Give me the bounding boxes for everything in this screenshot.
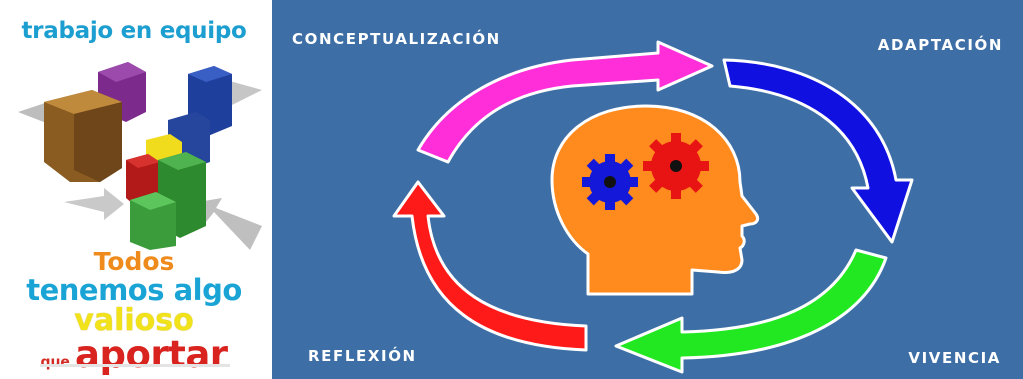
conceptualizacion-arrow <box>416 40 714 164</box>
reflexion-arrow <box>392 180 588 352</box>
learning-cycle-diagram: CONCEPTUALIZACIÓN ADAPTACIÓN REFLEXIÓN V… <box>272 0 1023 379</box>
teamwork-poster: trabajo en equipo Todos tenemos algo val… <box>0 0 268 379</box>
poster-slogan: Todos tenemos algo valioso que aportar <box>0 248 268 379</box>
vivencia-arrow <box>614 248 888 374</box>
poster-credit-line <box>40 364 230 367</box>
label-vivencia: VIVENCIA <box>908 349 1001 367</box>
poster-title: trabajo en equipo <box>21 18 247 44</box>
adaptacion-arrow <box>722 58 914 244</box>
slogan-line-4: que aportar <box>0 336 268 379</box>
grey-arrow-right-bottom <box>198 198 262 250</box>
label-reflexion: REFLEXIÓN <box>308 347 417 365</box>
grey-arrow-left-bottom <box>64 188 124 220</box>
grey-arrow-right-top <box>206 80 262 108</box>
slogan-line-2: tenemos algo <box>26 273 242 307</box>
blue-gear-icon <box>582 154 638 210</box>
puzzle-blocks-illustration <box>18 62 262 250</box>
cycle-graphic <box>392 40 914 374</box>
slogan-que: que <box>40 354 70 371</box>
slogan-line-1: Todos <box>93 247 175 276</box>
slogan-line-3: valioso <box>74 303 194 338</box>
label-conceptualizacion: CONCEPTUALIZACIÓN <box>292 30 501 48</box>
label-adaptacion: ADAPTACIÓN <box>877 36 1003 54</box>
head-silhouette <box>550 104 760 296</box>
slogan-aportar: aportar <box>75 333 228 376</box>
red-gear-icon <box>643 133 709 199</box>
